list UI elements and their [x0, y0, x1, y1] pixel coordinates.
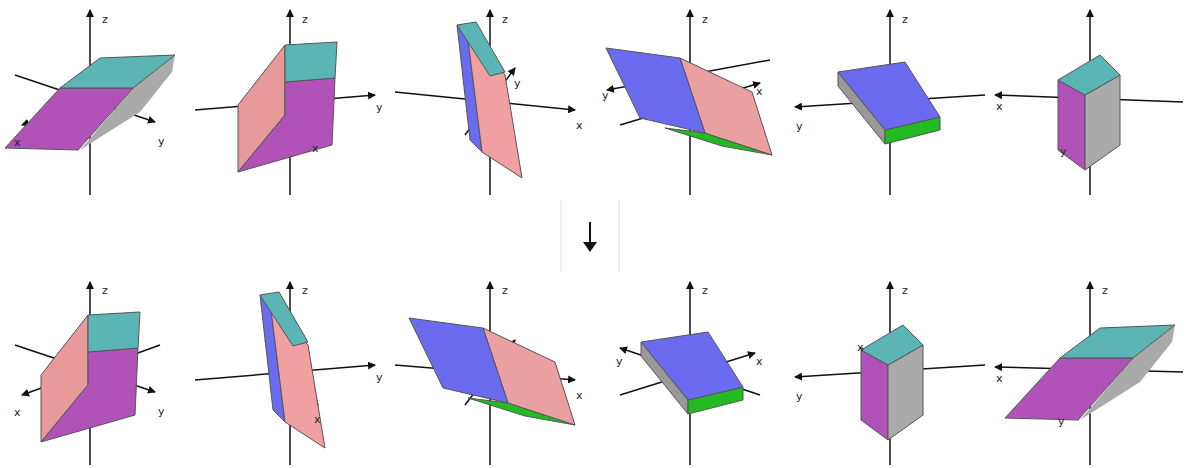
- axis-label: y: [796, 391, 803, 403]
- axis-label: x: [576, 390, 583, 402]
- axis-label: x: [14, 407, 21, 419]
- axis-label: y: [602, 90, 609, 102]
- axis-label: x: [314, 414, 321, 426]
- axis-label: y: [616, 356, 623, 368]
- axis-label: z: [702, 14, 708, 26]
- axis-label: y: [1058, 416, 1065, 428]
- axis-label: x: [857, 342, 864, 354]
- axis-label: y: [376, 102, 383, 114]
- axis-label: y: [796, 121, 803, 133]
- axis-label: y: [376, 372, 383, 384]
- axis-label: y: [158, 136, 165, 148]
- axis-label: z: [502, 285, 508, 297]
- axis-label: x: [996, 373, 1003, 385]
- axis-label: x: [312, 143, 319, 155]
- axis-label: y: [1060, 146, 1067, 158]
- axis-label: y: [514, 78, 521, 90]
- axis-label: x: [14, 137, 21, 149]
- axis-label: z: [302, 14, 308, 26]
- axis-label: z: [102, 14, 108, 26]
- axis-label: z: [1102, 285, 1108, 297]
- axis-label: z: [902, 285, 908, 297]
- axis-label: z: [702, 285, 708, 297]
- axis-label: z: [102, 285, 108, 297]
- axis-label: x: [996, 101, 1003, 113]
- axis-label: x: [756, 356, 763, 368]
- axis-label: z: [502, 14, 508, 26]
- axis-label: x: [576, 120, 583, 132]
- axis-label: x: [756, 86, 763, 98]
- axis-label: y: [158, 406, 165, 418]
- axis-label: z: [902, 14, 908, 26]
- axis-label: z: [302, 285, 308, 297]
